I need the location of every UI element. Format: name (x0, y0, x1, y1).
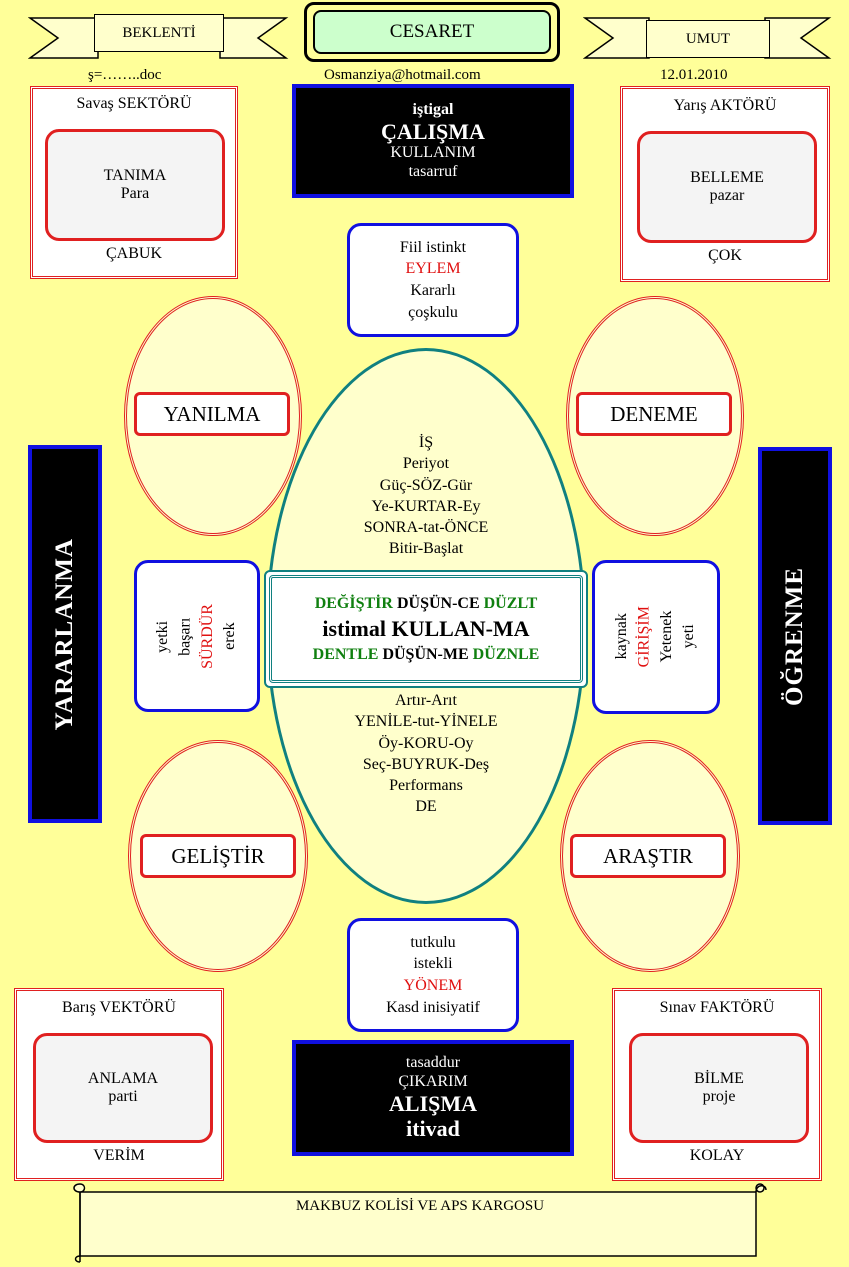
tasarruf-label: tasarruf (408, 162, 458, 180)
anlama-box: ANLAMA parti (33, 1033, 213, 1143)
parti-label: parti (108, 1088, 138, 1105)
yaris-aktoru-box: Yarış AKTÖRÜ BELLEME pazar ÇOK (620, 86, 830, 282)
umut-label: UMUT (685, 30, 731, 47)
center-lower-list: Artır-Arıt YENİLE-tut-YİNELE Öy-KORU-Oy … (316, 690, 536, 818)
date: 12.01.2010 (660, 67, 728, 83)
kullan-ma-frame: DEĞİŞTİR DÜŞÜN-CE DÜZLT istimal KULLAN-M… (264, 570, 588, 688)
eylem-box: Fiil istinkt EYLEM Kararlı çoşkulu (347, 223, 519, 337)
itivad-label: itivad (406, 1116, 460, 1142)
baris-title: Barış VEKTÖRÜ (62, 999, 176, 1016)
deneme-label: DENEME (576, 392, 732, 436)
beklenti-ribbon: BEKLENTİ (94, 14, 224, 52)
umut-ribbon: UMUT (646, 20, 770, 58)
scroll-shape (73, 1183, 767, 1263)
center-lower-item: Seç-BUYRUK-Deş (362, 755, 490, 773)
erek-label: erek (221, 622, 239, 650)
center-upper-item: Periyot (402, 455, 450, 473)
tutkulu-label: tutkulu (410, 933, 456, 951)
dusun-ce-label: DÜŞÜN-CE (396, 594, 480, 612)
istigal-label: iştigal (412, 100, 454, 118)
anlama-label: ANLAMA (87, 1070, 159, 1087)
belleme-label: BELLEME (690, 169, 764, 186)
tanima-label: TANIMA (103, 167, 167, 184)
sinav-title: Sınav FAKTÖRÜ (659, 999, 775, 1016)
yonem-label: YÖNEM (403, 977, 463, 994)
savas-title: Savaş SEKTÖRÜ (76, 95, 192, 112)
cesaret-frame: CESARET (304, 2, 560, 62)
baris-vektoru-box: Barış VEKTÖRÜ ANLAMA parti VERİM (14, 988, 224, 1181)
sinav-faktoru-box: Sınav FAKTÖRÜ BİLME proje KOLAY (612, 988, 822, 1181)
bilme-box: BİLME proje (629, 1033, 809, 1143)
tanima-box: TANIMA Para (45, 129, 225, 241)
para-label: Para (120, 185, 150, 202)
cok-label: ÇOK (708, 247, 742, 264)
duzlt-label: DÜZLT (483, 594, 538, 612)
kullan-ma-box: DEĞİŞTİR DÜŞÜN-CE DÜZLT istimal KULLAN-M… (269, 575, 583, 683)
verim-label: VERİM (93, 1147, 145, 1164)
basari-label: başarı (176, 616, 194, 656)
savas-sektoru-box: Savaş SEKTÖRÜ TANIMA Para ÇABUK (30, 86, 238, 279)
surdur-label: SÜRDÜR (199, 603, 216, 669)
yetki-label: yetki (154, 620, 172, 652)
dentle-label: DENTLE (312, 645, 379, 663)
center-upper-item: SONRA-tat-ÖNCE (363, 519, 489, 537)
yeti-label: yeti (680, 625, 698, 649)
kolay-label: KOLAY (689, 1147, 745, 1164)
dusun-me-label: DÜŞÜN-ME (382, 645, 469, 663)
center-lower-item: DE (415, 798, 437, 816)
proje-label: proje (702, 1088, 736, 1105)
arastir-label: ARAŞTIR (570, 834, 726, 878)
girisim-label: GİRİŞİM (635, 606, 653, 668)
yararlanma-bar: YARARLANMA (28, 445, 102, 823)
center-lower-item: Artır-Arıt (395, 692, 457, 709)
ogrenme-bar: ÖĞRENME (758, 447, 832, 825)
alisma-box: tasaddur ÇIKARIM ALIŞMA itivad (292, 1040, 574, 1156)
center-upper-item: Ye-KURTAR-Ey (371, 497, 481, 515)
coskulu-label: çoşkulu (408, 303, 458, 321)
center-upper-item: Bitir-Başlat (388, 540, 464, 558)
kararli-label: Kararlı (410, 282, 456, 299)
degistir-label: DEĞİŞTİR (314, 594, 393, 612)
tasaddur-label: tasaddur (405, 1054, 461, 1072)
yetenek-label: Yetenek (658, 611, 675, 663)
yanilma-label: YANILMA (134, 392, 290, 436)
right-ribbon-shape (583, 17, 832, 59)
gelistir-label: GELİŞTİR (140, 834, 296, 878)
kasd-label: Kasd inisiyatif (386, 998, 480, 1016)
istekli-label: istekli (413, 955, 453, 973)
bilme-label: BİLME (694, 1070, 744, 1087)
beklenti-label: BEKLENTİ (122, 24, 196, 41)
kullanim-label: KULLANIM (390, 144, 476, 162)
yonem-box: tutkulu istekli YÖNEM Kasd inisiyatif (347, 918, 519, 1032)
girisim-box: kaynak GİRİŞİM Yetenek yeti (592, 560, 720, 714)
alisma-label: ALIŞMA (388, 1091, 477, 1117)
kullan-ma-label: istimal KULLAN-MA (322, 616, 530, 642)
belleme-box: BELLEME pazar (637, 131, 817, 243)
eylem-label: EYLEM (405, 260, 461, 278)
cesaret-title: CESARET (313, 10, 551, 54)
yararlanma-label: YARARLANMA (51, 537, 78, 731)
pazar-label: pazar (709, 187, 745, 204)
file-name: ş=……..doc (88, 67, 162, 83)
calisma-label: ÇALIŞMA (381, 119, 485, 145)
center-upper-item: İŞ (418, 434, 434, 451)
duznle-label: DÜZNLE (472, 645, 540, 663)
calisma-box: iştigal ÇALIŞMA KULLANIM tasarruf (292, 84, 574, 198)
center-upper-list: İŞ Periyot Güç-SÖZ-Gür Ye-KURTAR-Ey SONR… (326, 432, 526, 560)
cikarim-label: ÇIKARIM (398, 1072, 468, 1090)
ogrenme-label: ÖĞRENME (781, 566, 808, 706)
email: Osmanziya@hotmail.com (324, 67, 481, 83)
center-lower-item: YENİLE-tut-YİNELE (354, 713, 498, 731)
center-upper-item: Güç-SÖZ-Gür (379, 476, 473, 494)
cabuk-label: ÇABUK (105, 245, 162, 262)
fiil-label: Fiil istinkt (399, 238, 467, 256)
kaynak-label: kaynak (613, 613, 631, 661)
center-lower-item: Öy-KORU-Oy (378, 734, 474, 752)
surdur-box: yetki başarı SÜRDÜR erek (134, 560, 260, 712)
center-lower-item: Performans (389, 777, 463, 795)
yaris-title: Yarış AKTÖRÜ (673, 97, 777, 114)
scroll-label: MAKBUZ KOLİSİ VE APS KARGOSU (295, 1198, 545, 1214)
